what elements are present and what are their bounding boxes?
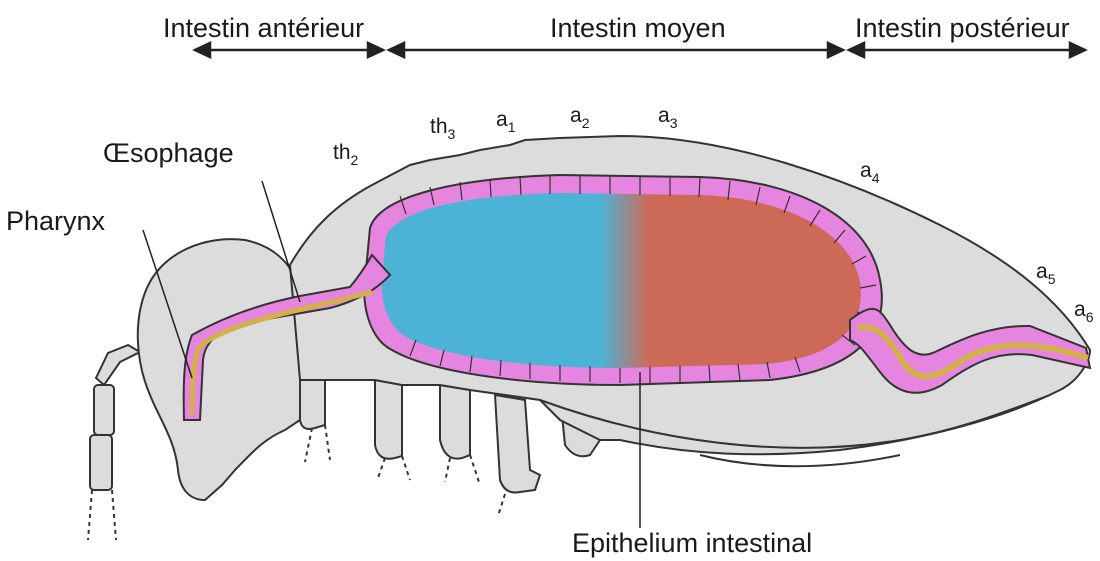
epithelium-label: Epithelium intestinal (572, 528, 812, 558)
segment-label: a4 (860, 159, 880, 186)
segment-label: a6 (1074, 298, 1094, 325)
leg-dashes (305, 425, 505, 516)
esophagus-label: Œsophage (103, 138, 234, 168)
segment-label: a3 (658, 104, 678, 131)
middle-gut-label: Intestin moyen (550, 13, 726, 43)
ventral-plate (700, 455, 900, 466)
antenna-dashes (88, 490, 116, 540)
anterior-gut-label: Intestin antérieur (163, 13, 364, 43)
antenna (90, 345, 140, 490)
segment-label: a1 (496, 108, 516, 135)
head (138, 239, 300, 500)
midgut-lumen (382, 193, 861, 368)
segment-label: a5 (1036, 260, 1056, 287)
section-arrows (195, 43, 1085, 57)
segment-label: th3 (430, 115, 456, 142)
pharynx-label: Pharynx (6, 206, 106, 236)
segment-label: a2 (570, 104, 590, 131)
posterior-gut-label: Intestin postérieur (855, 13, 1070, 43)
segment-label: th2 (333, 141, 359, 168)
